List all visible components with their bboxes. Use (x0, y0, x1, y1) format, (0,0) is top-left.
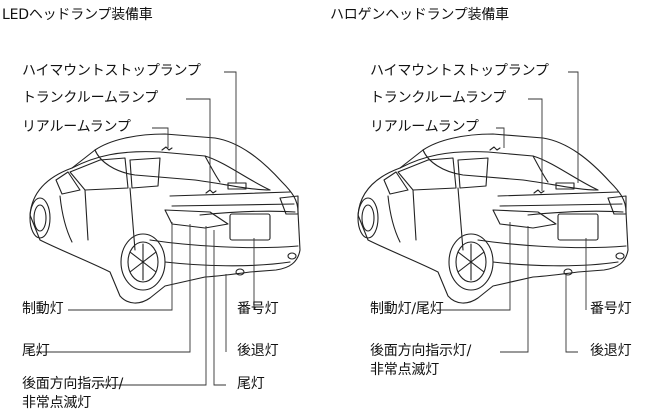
label-rear-room-lamp: リアルームランプ (22, 119, 131, 135)
label-backup-lamp: 後退灯 (237, 343, 279, 359)
label-trunk-room-lamp: トランクルームランプ (22, 90, 159, 106)
label-tail-lamp-right: 尾灯 (237, 376, 265, 392)
led-headlamp-panel: LEDヘッドランプ装備車 (2, 7, 301, 411)
label-trunk-room-lamp: トランクルームランプ (370, 90, 507, 106)
label-direction-indicator-line2: 非常点滅灯 (22, 395, 91, 411)
label-direction-indicator-line1: 後面方向指示灯/ (22, 376, 124, 392)
label-license-lamp: 番号灯 (590, 301, 632, 317)
label-high-mount-stop-lamp: ハイマウントストップランプ (370, 63, 549, 79)
label-backup-lamp: 後退灯 (590, 343, 632, 359)
panel-heading: LEDヘッドランプ装備車 (2, 7, 153, 23)
car-rear-illustration (29, 71, 301, 386)
panel-heading: ハロゲンヘッドランプ装備車 (330, 7, 509, 23)
label-rear-room-lamp: リアルームランプ (370, 119, 479, 135)
halogen-headlamp-panel: ハロゲンヘッドランプ装備車 (328, 0, 656, 420)
label-brake-lamp: 制動灯 (22, 301, 64, 317)
car-rear-illustration (357, 71, 629, 353)
label-license-lamp: 番号灯 (237, 301, 279, 317)
label-direction-indicator-line1: 後面方向指示灯/ (370, 343, 472, 359)
label-direction-indicator-line2: 非常点滅灯 (370, 362, 439, 378)
label-high-mount-stop-lamp: ハイマウントストップランプ (22, 63, 201, 79)
label-brake-tail-lamp: 制動灯/尾灯 (370, 301, 444, 317)
label-tail-lamp: 尾灯 (22, 343, 50, 359)
